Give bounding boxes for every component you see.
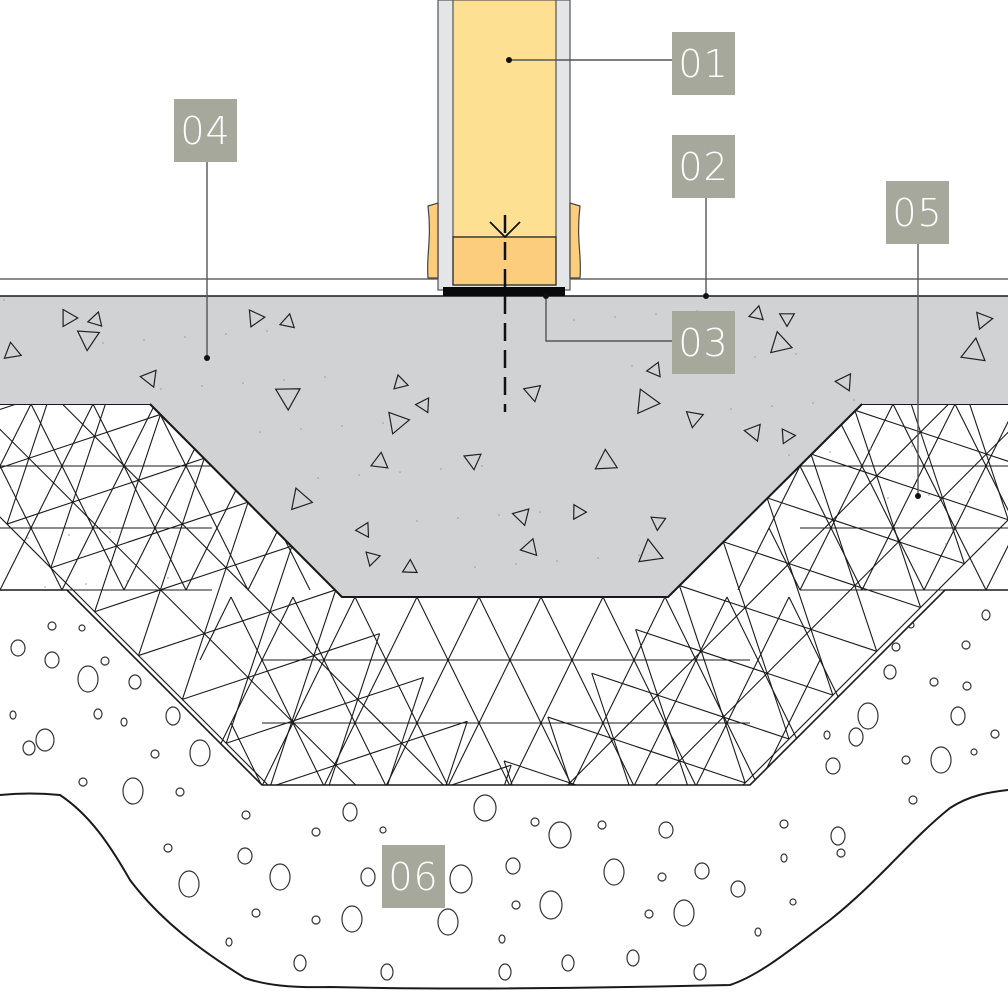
callout-05-text: 05 [892, 190, 943, 235]
callout-01: 01 [672, 32, 735, 95]
callout-03: 03 [672, 311, 735, 374]
leader-dots [204, 57, 921, 499]
callout-02-text: 02 [678, 144, 729, 189]
callout-03-text: 03 [678, 320, 729, 365]
right-bracket [569, 202, 581, 279]
callout-04: 04 [174, 99, 237, 162]
bearing-strip [443, 287, 565, 296]
callout-06-text: 06 [388, 854, 439, 899]
leader-lines [206, 59, 919, 496]
callout-04-text: 04 [180, 108, 231, 153]
concrete-specks [3, 299, 988, 588]
concrete-aggregate [3, 304, 994, 574]
left-bracket [427, 202, 439, 279]
callout-06: 06 [382, 845, 445, 908]
callout-01-text: 01 [678, 41, 729, 86]
subsoil-layer [0, 609, 1008, 990]
wall-assembly [427, 0, 581, 412]
callout-05: 05 [886, 181, 949, 244]
anchor-symbol [489, 221, 521, 239]
soil-boundary-line [0, 789, 1008, 990]
callout-02: 02 [672, 135, 735, 198]
wall-core [452, 0, 557, 238]
gravel-bedding [0, 403, 1008, 786]
